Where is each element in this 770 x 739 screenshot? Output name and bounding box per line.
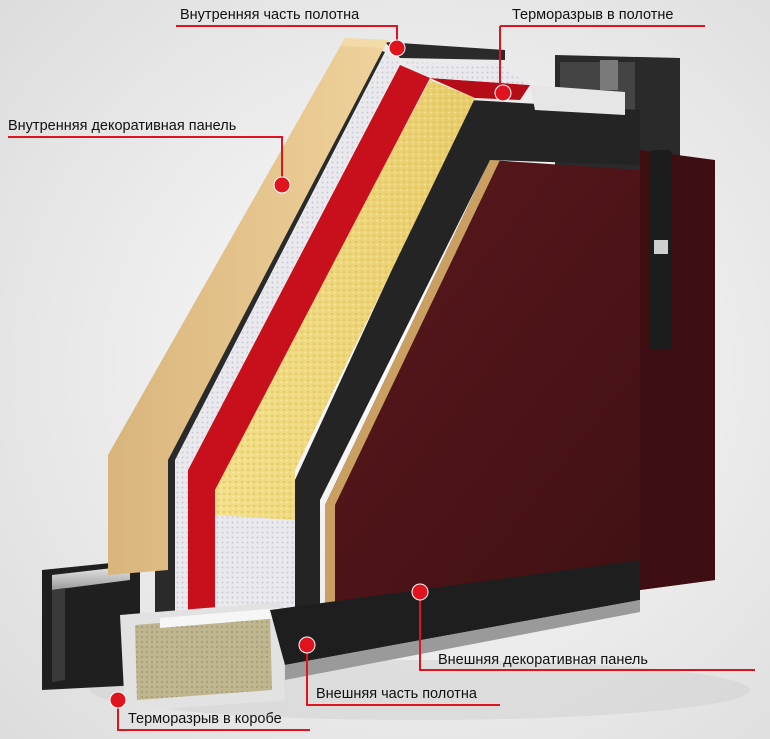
leader-inner-panel — [8, 136, 283, 185]
marker-outer-leaf — [298, 636, 316, 654]
leader-outer-panel — [419, 592, 755, 671]
foam-texture — [215, 80, 475, 520]
label-thermal-break-leaf: Терморазрыв в полотне — [512, 7, 674, 23]
marker-outer-panel — [411, 583, 429, 601]
label-outer-leaf: Внешняя часть полотна — [316, 686, 477, 702]
inner-panel-top-edge — [342, 38, 388, 48]
bottom-frame-box — [120, 560, 640, 712]
inner-steel-top — [385, 42, 505, 60]
marker-dots — [109, 39, 512, 709]
white-membrane-top — [405, 62, 530, 85]
label-inner-leaf: Внутренняя часть полотна — [180, 7, 360, 23]
label-thermal-break-frame: Терморазрыв в коробе — [128, 711, 282, 727]
frame-insert-white — [530, 85, 625, 115]
marker-thermal-break-leaf — [494, 84, 512, 102]
label-inner-panel: Внутренняя декоративная панель — [8, 118, 237, 134]
leader-outer-leaf — [306, 645, 500, 706]
thermal-break-red-seal — [188, 65, 430, 615]
outer-steel-sheet — [295, 100, 640, 660]
inner-decorative-panel — [108, 38, 388, 575]
marker-inner-leaf — [388, 39, 406, 57]
marker-inner-panel — [273, 176, 291, 194]
label-outer-panel: Внешняя декоративная панель — [438, 652, 648, 668]
outer-decorative-panel — [325, 160, 715, 650]
marker-thermal-break-frame — [109, 691, 127, 709]
leader-thermal-break-frame — [117, 700, 310, 731]
frame-profile-left — [42, 560, 140, 690]
hinge-column — [640, 150, 715, 590]
